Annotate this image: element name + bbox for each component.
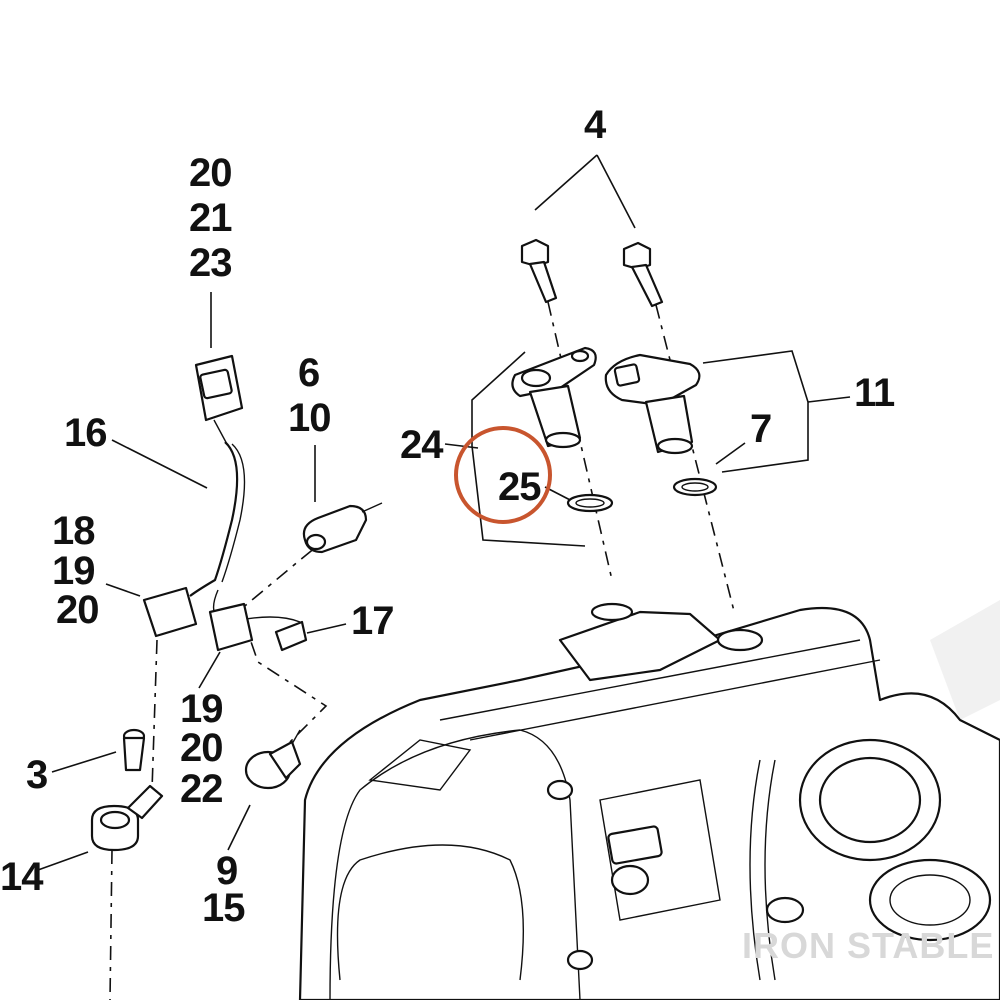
callout-3: 3 <box>26 753 47 797</box>
highlight-circle <box>454 426 552 524</box>
leader-lines <box>37 154 851 871</box>
watermark-text: IRON STABLE <box>742 925 994 966</box>
bolt-left <box>520 238 558 304</box>
callout-17: 17 <box>351 599 394 643</box>
pressure-switch <box>244 729 302 790</box>
callout-16: 16 <box>64 411 107 455</box>
callout-20-mid: 20 <box>180 726 223 770</box>
callout-labels: 4 20 21 23 16 6 10 24 25 7 11 18 19 20 1… <box>0 103 896 930</box>
o-ring-25 <box>566 493 614 513</box>
cam-position-sensor <box>511 346 597 449</box>
bolt-right <box>622 241 664 308</box>
callout-22: 22 <box>180 767 223 811</box>
callout-4: 4 <box>584 103 607 147</box>
harness-connector-top <box>194 354 244 447</box>
callout-20-left: 20 <box>56 588 99 632</box>
sensor-11 <box>604 353 701 455</box>
callout-20-top: 20 <box>189 151 232 195</box>
engine-block <box>298 602 1000 1000</box>
callout-25: 25 <box>498 465 541 509</box>
callout-10: 10 <box>288 396 331 440</box>
bolt-3 <box>122 728 146 772</box>
assembly-center-lines <box>109 301 736 1000</box>
callout-11: 11 <box>854 371 895 415</box>
callout-6: 6 <box>298 351 319 395</box>
callout-9: 9 <box>216 849 237 893</box>
callout-18: 18 <box>52 509 95 553</box>
callout-21: 21 <box>189 196 232 240</box>
callout-24: 24 <box>400 423 444 467</box>
callout-19-left: 19 <box>52 549 95 593</box>
callout-7: 7 <box>750 407 771 451</box>
callout-23: 23 <box>189 241 232 285</box>
sensor-17 <box>274 620 308 652</box>
o-ring-7 <box>672 477 718 497</box>
bracket-14 <box>90 784 164 852</box>
callout-19-mid: 19 <box>180 687 223 731</box>
callout-14: 14 <box>0 855 44 899</box>
temperature-sensor <box>302 502 383 554</box>
wiring-harness <box>142 441 301 652</box>
callout-15: 15 <box>202 886 245 930</box>
